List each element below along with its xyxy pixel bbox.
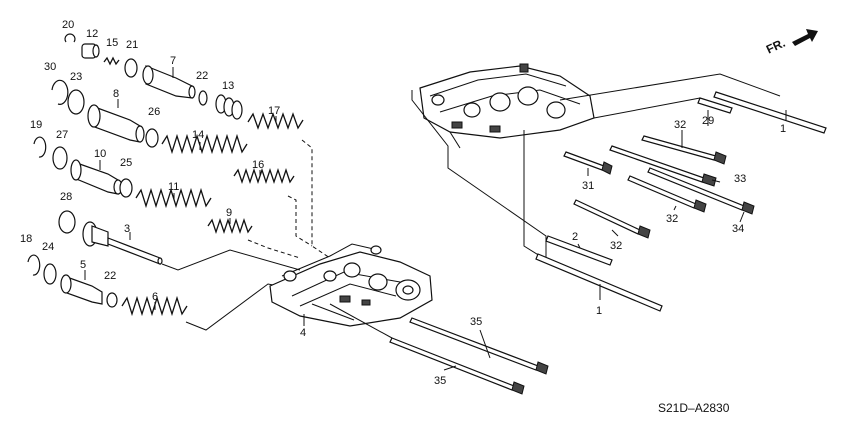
callout-22-lower: 22 [104, 270, 116, 282]
callout-4: 4 [300, 327, 306, 339]
part-oring-27 [52, 146, 68, 170]
callout-30: 30 [44, 61, 56, 73]
callout-15: 15 [106, 37, 118, 49]
part-rod-1-lower [535, 253, 663, 312]
part-oring-23 [67, 89, 85, 115]
callout-25: 25 [120, 157, 132, 169]
callout-1-lower: 1 [596, 305, 602, 317]
callout-11: 11 [168, 181, 179, 193]
part-bolt-35-lower [389, 337, 525, 395]
callout-32-bottom: 32 [610, 240, 622, 252]
callout-35-lower: 35 [434, 375, 446, 387]
callout-3: 3 [124, 223, 130, 235]
part-pin-29 [697, 97, 733, 114]
diagram-reference-code: S21D–A2830 [658, 401, 730, 415]
callout-32-middle: 32 [666, 213, 678, 225]
part-oring-22-lower [106, 292, 118, 308]
part-circlip-30 [51, 79, 69, 105]
callout-23: 23 [70, 71, 82, 83]
part-oring-24 [43, 263, 57, 285]
callout-2: 2 [572, 231, 578, 243]
callout-17: 17 [268, 105, 280, 117]
callout-8: 8 [113, 88, 119, 100]
part-circlip-20 [64, 33, 76, 43]
callout-12: 12 [86, 28, 98, 40]
part-bolt-32-bottom [573, 199, 651, 239]
part-oring-25 [119, 178, 133, 198]
part-bolt-32-middle [627, 175, 707, 213]
leader-lines-lower [311, 303, 393, 339]
part-bolt-31 [563, 151, 613, 175]
part-bolt-35-upper [409, 317, 549, 375]
front-arrow-icon [792, 29, 818, 46]
callout-32-top: 32 [674, 119, 686, 131]
callout-7: 7 [170, 55, 176, 67]
part-spring-14 [161, 133, 248, 155]
part-oring-22-upper [198, 90, 208, 106]
part-valve-body-4 [269, 243, 433, 327]
part-spring-16 [233, 167, 295, 185]
callout-35-upper: 35 [470, 316, 482, 328]
part-oring-21 [124, 58, 138, 78]
part-oring-26 [145, 128, 159, 148]
callout-14: 14 [192, 129, 204, 141]
callout-21: 21 [126, 39, 138, 51]
callout-33: 33 [734, 173, 746, 185]
part-rings-13 [215, 94, 243, 120]
part-upper-valve-body [419, 63, 595, 139]
callout-31: 31 [582, 180, 594, 192]
callout-13: 13 [222, 80, 234, 92]
part-bolt-34 [647, 167, 755, 215]
callout-16: 16 [252, 159, 264, 171]
front-direction-label: FR. [764, 36, 787, 57]
part-sleeve-8 [87, 104, 145, 143]
part-sleeve-5 [60, 274, 103, 305]
part-valve-3 [82, 221, 163, 265]
callout-5: 5 [80, 259, 86, 271]
callout-numbers: 20 12 15 21 7 30 23 22 13 8 26 17 19 27 … [20, 19, 786, 387]
part-sleeve-7 [142, 65, 196, 99]
part-sleeve-10 [70, 159, 123, 195]
part-cap-12 [81, 43, 100, 59]
callout-leader-ticks [84, 67, 787, 371]
callout-26: 26 [148, 106, 160, 118]
callout-29: 29 [702, 115, 714, 127]
callout-6: 6 [152, 291, 158, 303]
callout-24: 24 [42, 241, 54, 253]
part-bolt-33 [609, 145, 717, 187]
part-rod-1-upper [713, 91, 827, 134]
part-rod-2 [545, 235, 613, 266]
part-bolt-32-top [641, 135, 727, 165]
callout-10: 10 [94, 148, 106, 160]
part-circlip-19 [33, 136, 47, 158]
callout-20: 20 [62, 19, 74, 31]
callout-27: 27 [56, 129, 68, 141]
part-circlip-18 [27, 254, 41, 276]
part-oring-28 [58, 210, 76, 234]
front-direction-indicator: FR. [764, 29, 818, 57]
part-small-spring-15 [103, 56, 120, 66]
callout-34: 34 [732, 223, 744, 235]
callout-22-upper: 22 [196, 70, 208, 82]
callout-18: 18 [20, 233, 32, 245]
callout-19: 19 [30, 119, 42, 131]
callout-1-upper: 1 [780, 123, 786, 135]
callout-9: 9 [226, 207, 232, 219]
part-spring-9 [207, 217, 253, 235]
callout-28: 28 [60, 191, 72, 203]
